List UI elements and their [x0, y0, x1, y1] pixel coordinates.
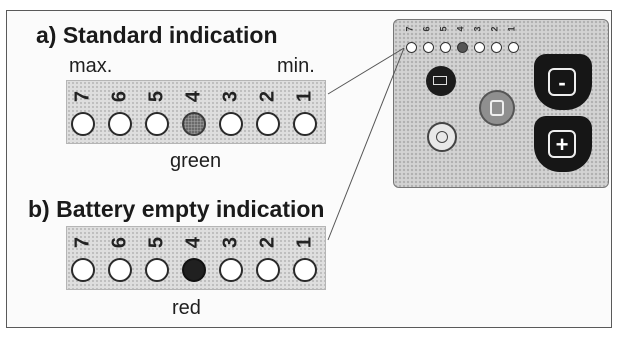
led-5	[145, 112, 169, 136]
led-7	[71, 112, 95, 136]
led-2	[256, 258, 280, 282]
led-7	[71, 258, 95, 282]
panel-led	[508, 42, 519, 53]
connector-line-b	[327, 47, 405, 241]
led-6	[108, 112, 132, 136]
led-5	[145, 258, 169, 282]
color-label-green: green	[170, 150, 222, 172]
minus-button[interactable]: -	[534, 54, 592, 110]
battery-icon	[426, 66, 456, 96]
panel-led	[491, 42, 502, 53]
led-strip-standard: 7 6 5 4 3 2 1	[66, 80, 326, 144]
led-3	[219, 112, 243, 136]
plus-icon: +	[548, 130, 576, 158]
led-3	[219, 258, 243, 282]
panel-led	[474, 42, 485, 53]
min-label: min.	[277, 55, 315, 77]
color-label-red: red	[172, 297, 201, 319]
heading-battery-empty-indication: b) Battery empty indication	[28, 196, 325, 222]
led-2	[256, 112, 280, 136]
connector-line-a	[327, 47, 405, 95]
heading-standard-indication: a) Standard indication	[36, 22, 278, 48]
panel-led	[440, 42, 451, 53]
led-1	[293, 258, 317, 282]
panel-led-active	[457, 42, 468, 53]
max-label: max.	[69, 55, 113, 77]
led-4-green-active	[182, 112, 206, 136]
led-6	[108, 258, 132, 282]
minus-icon: -	[548, 68, 576, 96]
plus-button[interactable]: +	[534, 116, 592, 172]
led-1	[293, 112, 317, 136]
control-panel: 7 6 5 4 3 2 1 - +	[393, 19, 609, 188]
led-4-red-active	[182, 258, 206, 282]
save-icon	[479, 90, 515, 126]
panel-led	[406, 42, 417, 53]
led-strip-battery-empty: 7 6 5 4 3 2 1	[66, 226, 326, 290]
panel-led	[423, 42, 434, 53]
dial-icon	[427, 122, 457, 152]
